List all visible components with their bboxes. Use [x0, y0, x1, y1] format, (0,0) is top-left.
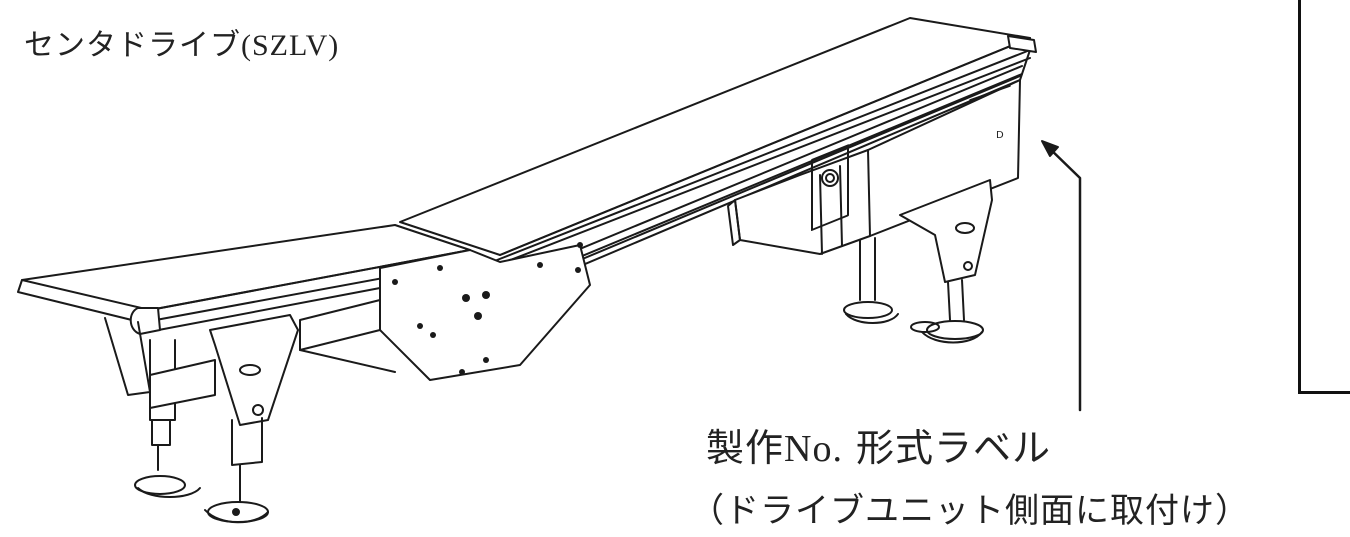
- callout-part-no: No.: [784, 428, 843, 470]
- title-model: (SZLV): [241, 29, 340, 62]
- callout-label-location: （ドライブユニット側面に取付け）: [690, 491, 1250, 531]
- label-callout-arrow: [1041, 140, 1082, 412]
- title-main: センタドライブ: [24, 28, 241, 63]
- callout-label-title: 製作No. 形式ラベル: [706, 417, 1051, 472]
- drive-unit: D: [727, 79, 1021, 255]
- lower-conveyor: [17, 224, 591, 381]
- left-stand: [104, 314, 299, 524]
- callout-part2: 形式ラベル: [842, 426, 1052, 470]
- adjacent-frame-box: [1298, 0, 1350, 394]
- right-stand: [843, 179, 993, 344]
- upper-conveyor: [399, 17, 1037, 301]
- svg-text:D: D: [996, 130, 1004, 141]
- callout-part1: 製作: [706, 426, 785, 470]
- diagram-title: センタドライブ(SZLV): [24, 20, 339, 64]
